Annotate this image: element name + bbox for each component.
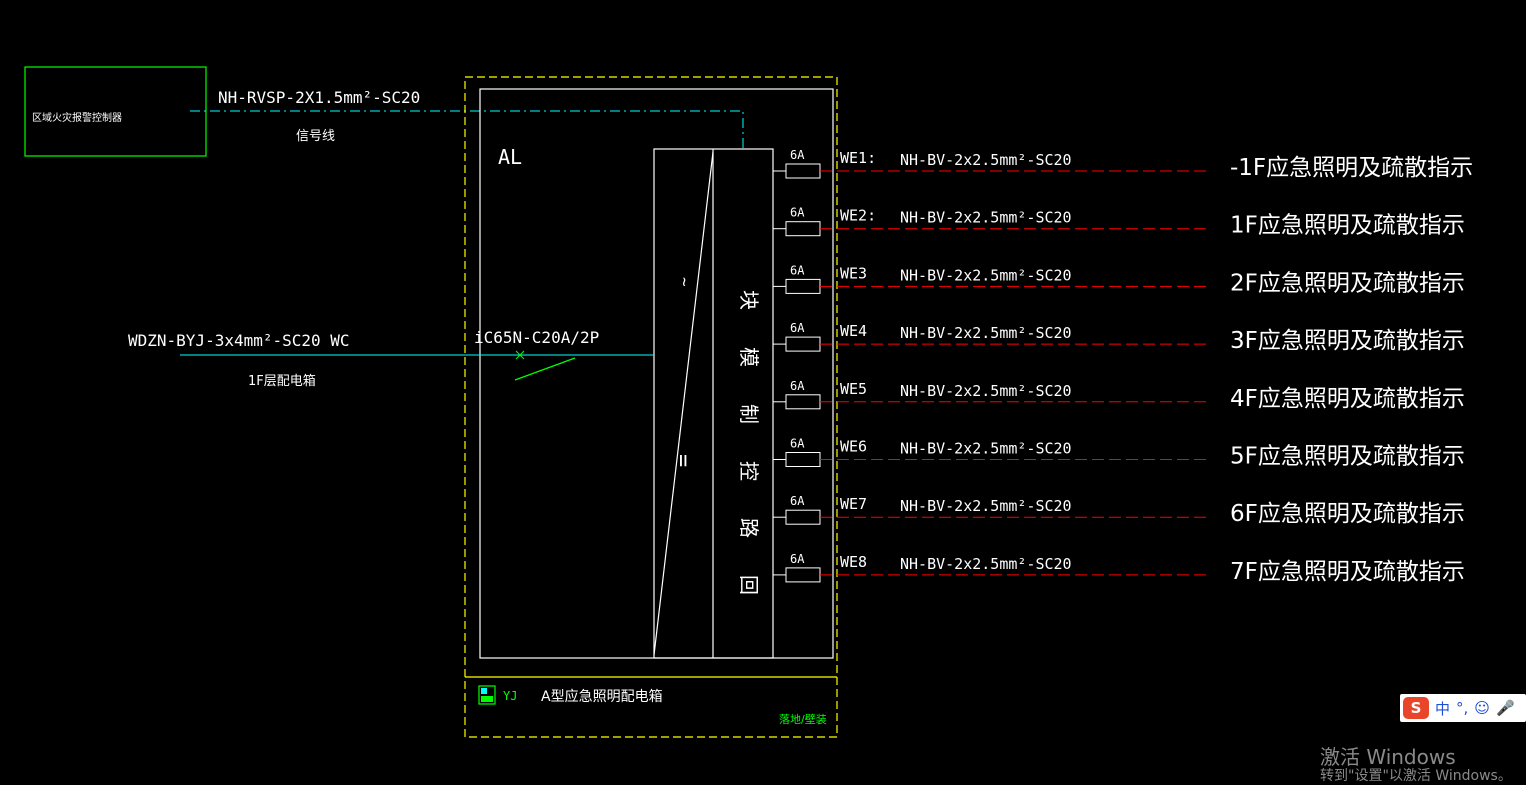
circuit-id: WE2:: [840, 207, 876, 225]
circuit-row: 6A WE4 NH-BV-2x2.5mm²-SC20 3F应急照明及疏散指示: [773, 321, 1465, 354]
circuit-breaker-rating: 6A: [790, 263, 805, 277]
circuit-breaker-rating: 6A: [790, 494, 805, 508]
panel-mounting: 落地/壁装: [779, 712, 827, 726]
circuit-row: 6A WE8 NH-BV-2x2.5mm²-SC20 7F应急照明及疏散指示: [773, 552, 1465, 585]
circuit-breaker-rating: 6A: [790, 148, 805, 162]
circuit-cable: NH-BV-2x2.5mm²-SC20: [900, 209, 1072, 227]
ime-toolbar[interactable]: S 中 °, ☺ 🎤: [1400, 694, 1526, 722]
circuit-id: WE1:: [840, 149, 876, 167]
circuit-destination: 2F应急照明及疏散指示: [1230, 270, 1465, 296]
circuit-destination: -1F应急照明及疏散指示: [1230, 155, 1473, 181]
module-diagonal: [653, 151, 714, 656]
circuit-breaker-box: [785, 567, 821, 583]
yj-icon: [478, 685, 496, 705]
panel-name: AL: [498, 145, 522, 169]
module-label-text: 块模制控路回: [737, 290, 761, 632]
signal-line: [190, 110, 744, 149]
circuit-cable: NH-BV-2x2.5mm²-SC20: [900, 151, 1072, 169]
circuit-destination: 3F应急照明及疏散指示: [1230, 328, 1465, 354]
module-label: 块模制控路回: [737, 290, 761, 632]
panel-enclosure: [464, 76, 838, 738]
panel-type-code: YJ: [503, 689, 517, 703]
circuit-id: WE6: [840, 438, 867, 456]
circuit-breaker-box: [785, 509, 821, 525]
module-equal: =: [670, 454, 695, 467]
signal-label: 信号线: [296, 129, 335, 144]
circuit-breaker-rating: 6A: [790, 379, 805, 393]
circuit-breaker-box: [785, 452, 821, 467]
circuit-row: 6A WE7 NH-BV-2x2.5mm²-SC20 6F应急照明及疏散指示: [773, 494, 1465, 527]
circuit-breaker-box: [785, 336, 821, 352]
circuit-breaker-rating: 6A: [790, 206, 805, 220]
circuit-row: 6A WE6 NH-BV-2x2.5mm²-SC20 5F应急照明及疏散指示: [773, 437, 1465, 470]
panel-type-label: A型应急照明配电箱: [541, 688, 663, 705]
circuit-id: WE5: [840, 380, 867, 398]
circuit-cable: NH-BV-2x2.5mm²-SC20: [900, 497, 1072, 515]
circuit-breaker-box: [785, 278, 821, 294]
smiley-icon[interactable]: ☺: [1474, 699, 1490, 717]
circuit-id: WE3: [840, 264, 867, 282]
ime-language[interactable]: 中: [1435, 699, 1451, 718]
circuit-breaker-box: [785, 163, 821, 179]
incoming-breaker-label: iC65N-C20A/2P: [474, 328, 599, 347]
circuit-id: WE4: [840, 322, 867, 340]
circuit-cable: NH-BV-2x2.5mm²-SC20: [900, 555, 1072, 573]
circuit-breaker-box: [785, 394, 821, 410]
circuit-id: WE7: [840, 495, 867, 513]
circuit-row: 6A WE3 NH-BV-2x2.5mm²-SC20 2F应急照明及疏散指示: [773, 263, 1465, 296]
breaker-contact: [514, 357, 576, 381]
circuit-destination: 5F应急照明及疏散指示: [1230, 444, 1465, 470]
mic-icon[interactable]: 🎤: [1495, 699, 1515, 717]
incoming-source-label: 1F层配电箱: [248, 373, 316, 389]
circuit-breaker-box: [785, 221, 821, 237]
circuit-cable: NH-BV-2x2.5mm²-SC20: [900, 324, 1072, 342]
circuit-cable: NH-BV-2x2.5mm²-SC20: [900, 440, 1072, 458]
activate-windows-sub: 转到"设置"以激活 Windows。: [1320, 768, 1512, 784]
circuits-group: 6A WE1: NH-BV-2x2.5mm²-SC20 -1F应急照明及疏散指示 6A W…: [773, 148, 1473, 585]
circuit-breaker-rating: 6A: [790, 552, 805, 566]
circuit-row: 6A WE1: NH-BV-2x2.5mm²-SC20 -1F应急照明及疏散指示: [773, 148, 1473, 181]
circuit-destination: 7F应急照明及疏散指示: [1230, 559, 1465, 585]
circuit-destination: 6F应急照明及疏散指示: [1230, 501, 1465, 527]
module-tilde: ~: [675, 277, 694, 287]
circuit-breaker-rating: 6A: [790, 321, 805, 335]
signal-cable-label: NH-RVSP-2X1.5mm²-SC20: [218, 88, 420, 107]
circuit-row: 6A WE5 NH-BV-2x2.5mm²-SC20 4F应急照明及疏散指示: [773, 379, 1465, 412]
alarm-controller-label: 区域火灾报警控制器: [32, 111, 122, 124]
circuit-cable: NH-BV-2x2.5mm²-SC20: [900, 382, 1072, 400]
ime-punct[interactable]: °,: [1456, 699, 1469, 717]
circuit-destination: 4F应急照明及疏散指示: [1230, 386, 1465, 412]
circuit-row: 6A WE2: NH-BV-2x2.5mm²-SC20 1F应急照明及疏散指示: [773, 206, 1465, 239]
breaker-cross: [515, 350, 525, 360]
circuit-breaker-rating: 6A: [790, 437, 805, 451]
alarm-controller-box: [24, 66, 207, 157]
activate-windows-watermark: 激活 Windows: [1320, 745, 1456, 769]
circuit-cable: NH-BV-2x2.5mm²-SC20: [900, 266, 1072, 284]
incoming-cable-label: WDZN-BYJ-3x4mm²-SC20 WC: [128, 331, 350, 350]
circuit-id: WE8: [840, 553, 867, 571]
circuit-destination: 1F应急照明及疏散指示: [1230, 213, 1465, 239]
sogou-logo-icon: S: [1403, 697, 1429, 719]
